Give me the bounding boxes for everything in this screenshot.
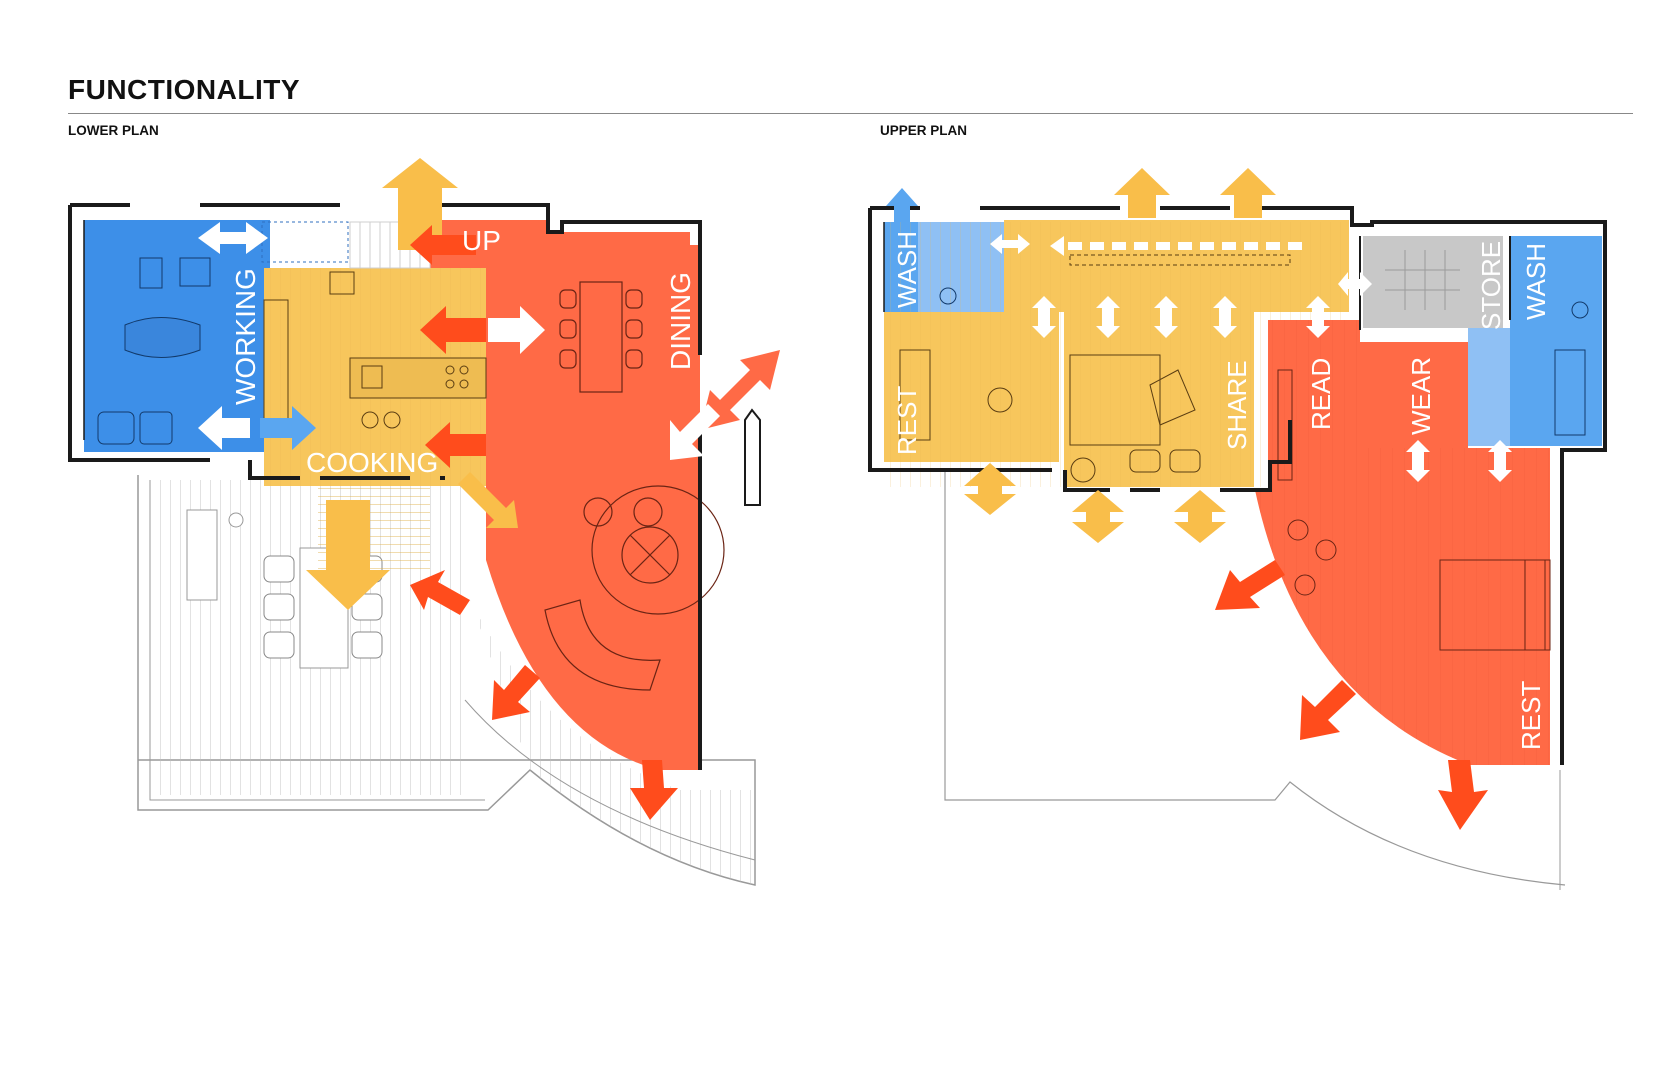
- lower-furniture: [263, 271, 487, 429]
- double-arrow-icon: [700, 350, 780, 430]
- arrow-right-icon: [488, 306, 545, 354]
- zone-living-dining: [486, 220, 700, 770]
- double-arrow-icon: [990, 234, 1030, 254]
- arrow-left-icon: [425, 422, 486, 468]
- double-arrow-icon: [198, 222, 268, 254]
- double-arrow-icon: [1338, 272, 1372, 296]
- arrow-out-icon: [1438, 760, 1488, 830]
- arrow-left-icon: [198, 406, 250, 450]
- arrow-up-icon: [1220, 168, 1276, 218]
- room-label-cooking: COOKING: [306, 447, 438, 478]
- room-label-wash-left: WASH: [892, 231, 922, 308]
- lower-walls: [68, 203, 761, 770]
- arrow-diag-icon: [458, 472, 518, 528]
- zone-store: [1363, 236, 1503, 328]
- arrow-right-icon: [260, 406, 316, 450]
- upper-arrows: [886, 168, 1512, 830]
- room-label-read: READ: [1306, 358, 1336, 430]
- page-title: FUNCTIONALITY: [68, 74, 301, 105]
- lower-arrows: [198, 158, 780, 820]
- arrow-up-icon: [382, 158, 458, 250]
- arrow-left-icon: [410, 225, 476, 265]
- zone-wash-right: [1510, 236, 1602, 446]
- title-divider: [68, 113, 1633, 114]
- lower-plan: WORKING COOKING UP DINING LIVING: [68, 158, 780, 886]
- room-label-rest-left: REST: [892, 386, 922, 455]
- arrow-up-icon: [886, 188, 918, 222]
- arrow-left-icon: [420, 306, 486, 354]
- lower-terrace: [137, 475, 756, 886]
- upper-plan-label: UPPER PLAN: [880, 123, 968, 138]
- arrow-down-icon: [306, 500, 390, 610]
- arrow-up-icon: [1114, 168, 1170, 218]
- room-label-living: LIVING: [697, 653, 728, 745]
- room-label-wash-right: WASH: [1521, 243, 1551, 320]
- arrow-out-icon: [410, 570, 470, 615]
- room-label-wear: WEAR: [1406, 357, 1436, 435]
- room-label-rest-right: REST: [1516, 681, 1546, 750]
- room-label-share: SHARE: [1222, 360, 1252, 450]
- arrow-diag-icon: [670, 404, 720, 460]
- room-label-store: STORE: [1476, 241, 1506, 330]
- arrow-out-icon: [1300, 680, 1356, 740]
- room-label-up: UP: [462, 225, 501, 256]
- zone-wear: [1360, 342, 1468, 448]
- lower-plan-label: LOWER PLAN: [68, 123, 159, 138]
- arrow-left-icon: [1050, 236, 1064, 256]
- room-label-working: WORKING: [230, 268, 261, 405]
- room-label-dining: DINING: [665, 272, 696, 370]
- upper-zones: [884, 220, 1602, 765]
- upper-plan: WASH REST SHARE READ WEAR STORE WASH RES…: [868, 168, 1607, 890]
- arrow-out-icon: [492, 665, 540, 720]
- arrow-out-icon: [1215, 560, 1285, 610]
- arrow-out-icon: [630, 760, 678, 820]
